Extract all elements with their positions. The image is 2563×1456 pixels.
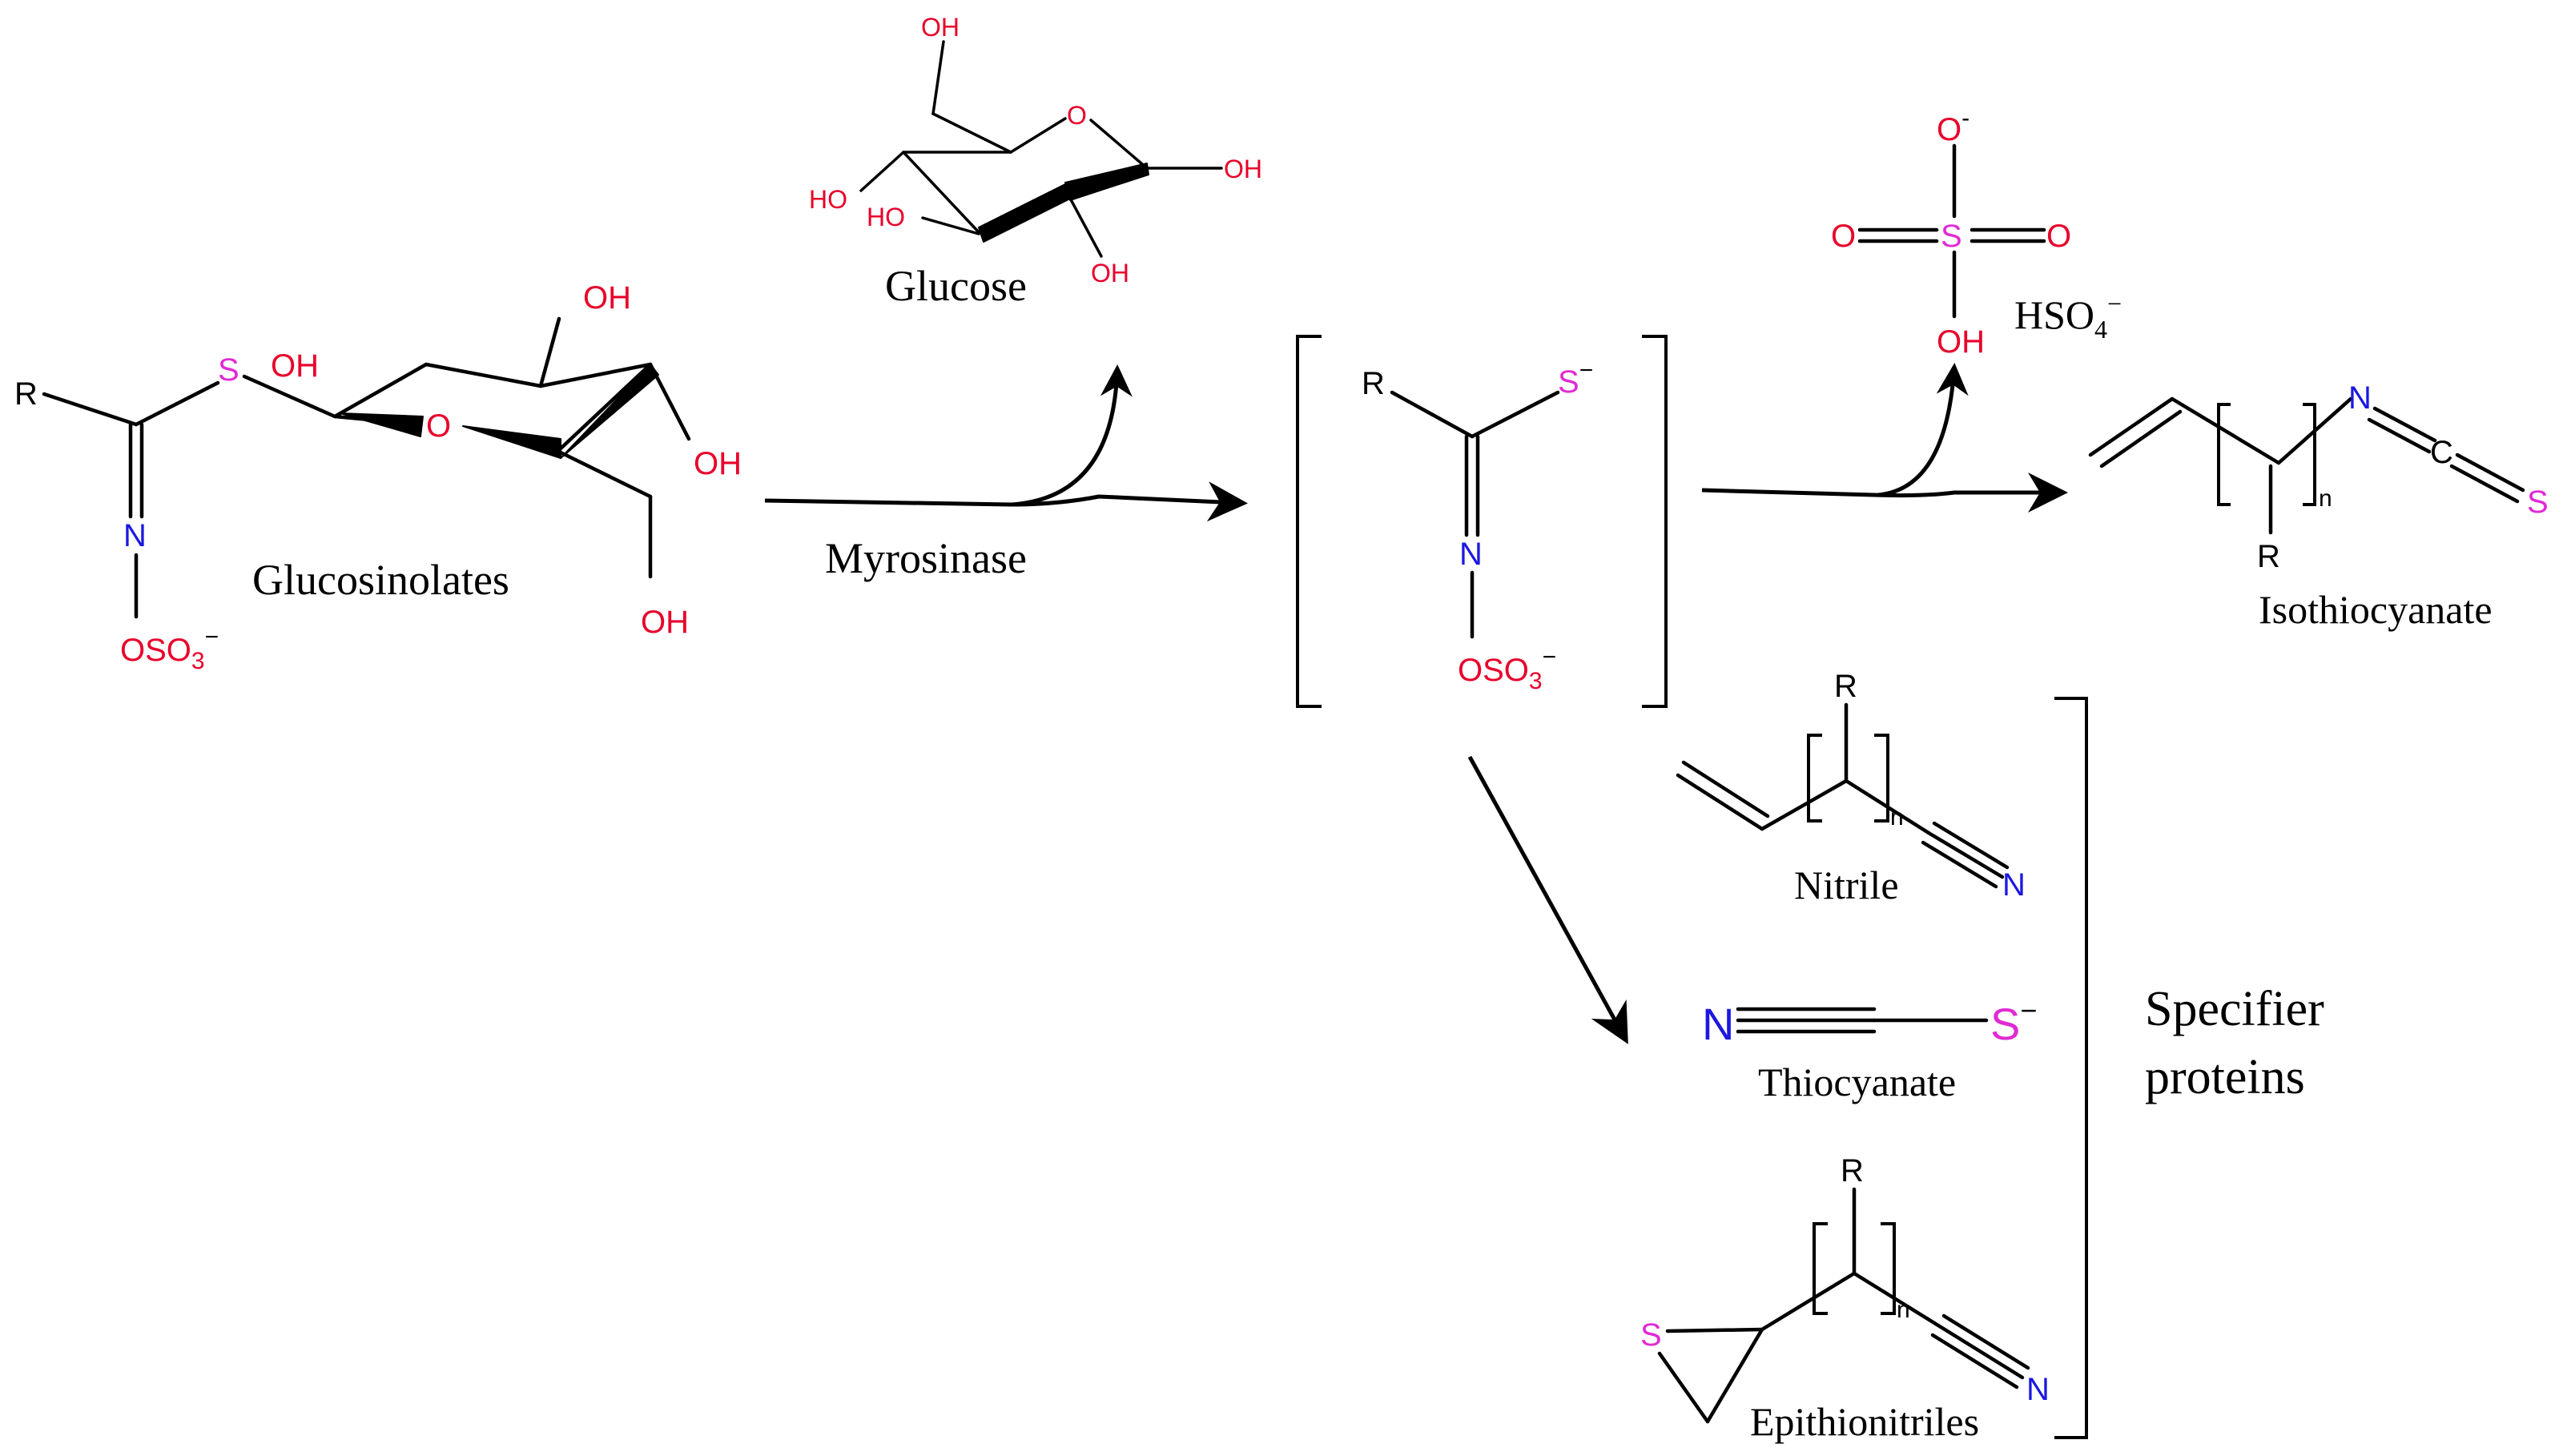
- thiocyanate-nitrogen: N: [1702, 999, 1734, 1049]
- glucosinolate-thio-sulfur: S: [218, 352, 239, 388]
- hso4-label: HSO4−: [2014, 289, 2122, 344]
- thiocyanate-structure: N S− Thiocyanate: [1702, 994, 2037, 1104]
- intermediate-osulfate: OSO3−: [1458, 644, 1556, 694]
- glucosinolate-c2-oh: OH: [271, 348, 319, 384]
- glucosinolate-osulfate: OSO3−: [120, 624, 219, 674]
- thiocyanate-label: Thiocyanate: [1758, 1060, 1956, 1104]
- glucosinolate-r-group: R: [14, 376, 38, 412]
- sulfate-oxide: O-: [1937, 105, 1970, 147]
- glucose-ring-oxygen: O: [1067, 101, 1087, 130]
- glucose-c6-oh: OH: [921, 13, 960, 42]
- glucose-c3-ho: HO: [867, 203, 905, 231]
- specifier-reaction-arrow: [1467, 755, 1628, 1044]
- specifier-proteins-group: Specifier proteins: [2054, 697, 2324, 1439]
- thiocyanate-sulfur: S−: [1990, 994, 2037, 1049]
- nitrile-structure: R n N Nitrile: [1676, 669, 2026, 907]
- hydrogen-sulfate-structure: O- S O O OH HSO4−: [1831, 105, 2122, 360]
- myrosinase-reaction-arrow: Myrosinase: [764, 364, 1248, 582]
- glucosinolate-c4-oh: OH: [694, 446, 742, 481]
- specifier-proteins-label-line1: Specifier: [2145, 982, 2324, 1036]
- epithionitrile-r-group: R: [1841, 1153, 1864, 1189]
- isothiocyanate-label: Isothiocyanate: [2259, 587, 2493, 632]
- thiirane-sulfur: S: [1640, 1317, 1662, 1353]
- intermediate-nitrogen: N: [1459, 537, 1483, 572]
- sulfate-sulfur: S: [1941, 219, 1962, 254]
- glucose-structure: OH O OH HO HO OH Glucose: [809, 13, 1262, 310]
- epithionitrile-structure: R n N S Epithionitriles: [1640, 1153, 2050, 1444]
- isothiocyanate-r-group: R: [2257, 539, 2280, 574]
- isothiocyanate-carbon: C: [2430, 435, 2453, 470]
- isothiocyanate-repeat-n: n: [2319, 485, 2332, 512]
- isothiocyanate-reaction-arrow: [1701, 363, 2068, 513]
- nitrile-label: Nitrile: [1794, 863, 1899, 907]
- ring-oxygen: O: [426, 408, 451, 444]
- isothiocyanate-structure: n R N C S Isothiocyanate: [2088, 380, 2549, 632]
- epithionitriles-label: Epithionitriles: [1750, 1399, 1979, 1444]
- glucosinolate-c3-oh: OH: [583, 280, 631, 316]
- glucosinolate-structure: R S N OSO3− O OH OH OH OH Glucosinolates: [14, 280, 742, 674]
- specifier-proteins-label-line2: proteins: [2145, 1050, 2305, 1104]
- myrosinase-label: Myrosinase: [825, 534, 1027, 582]
- intermediate-r-group: R: [1362, 366, 1385, 401]
- glucose-c4-ho: HO: [809, 185, 847, 214]
- glucose-label: Glucose: [885, 262, 1027, 310]
- glucose-c1-oh: OH: [1224, 155, 1262, 183]
- thiohydroximate-intermediate: R S− N OSO3−: [1296, 335, 1668, 708]
- epithionitrile-nitrogen: N: [2026, 1372, 2050, 1407]
- sulfate-hydroxyl: OH: [1937, 324, 1985, 360]
- isothiocyanate-sulfur: S: [2527, 485, 2549, 520]
- nitrile-r-group: R: [1834, 669, 1857, 704]
- isothiocyanate-nitrogen: N: [2348, 380, 2372, 416]
- nitrile-nitrogen: N: [2002, 867, 2026, 903]
- glucose-c2-oh: OH: [1091, 259, 1129, 288]
- sulfate-oxygen-right: O: [2046, 219, 2071, 254]
- glucosinolate-c6-oh: OH: [641, 605, 689, 640]
- glucosinolate-nitrogen: N: [123, 518, 147, 553]
- glucosinolates-label: Glucosinolates: [252, 556, 509, 604]
- sulfate-oxygen-left: O: [1831, 219, 1856, 254]
- intermediate-thiolate: S−: [1558, 357, 1593, 400]
